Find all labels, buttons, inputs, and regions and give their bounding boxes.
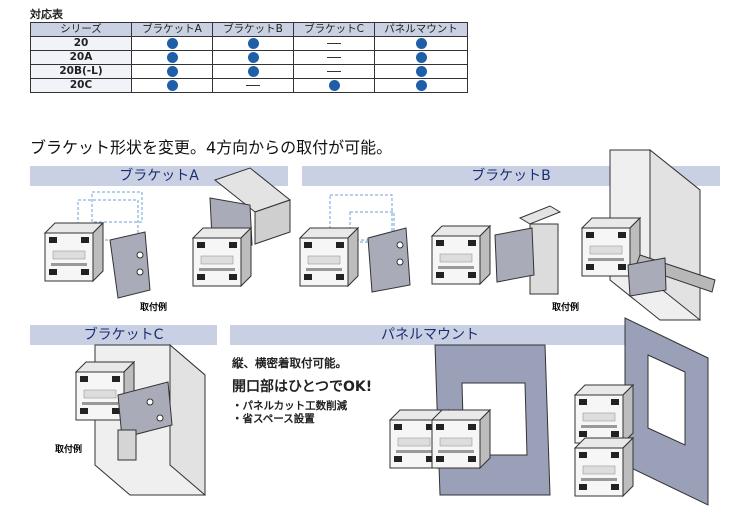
bracket-b-illustration-1	[299, 194, 411, 293]
band-panel-mount-title: パネルマウント	[381, 327, 479, 343]
table-title: 対応表	[30, 8, 63, 21]
table-row: 20C	[30, 78, 468, 93]
bracket-c-illustration	[75, 343, 206, 497]
not-supported-dash	[327, 42, 341, 44]
series-cell: 20A	[30, 50, 132, 65]
table-row: 20B(-L)	[30, 64, 468, 79]
series-cell: 20B(-L)	[30, 64, 132, 79]
supported-dot	[166, 65, 178, 77]
series-cell: 20C	[30, 78, 132, 93]
band-bracket-c: ブラケットC	[30, 325, 217, 345]
supported-dot	[166, 79, 178, 91]
panel-mount-illustration-1	[389, 344, 551, 496]
band-bracket-b-title: ブラケットB	[471, 168, 551, 184]
caption-a: 取付例	[140, 301, 167, 313]
supported-dot	[166, 37, 178, 49]
bracket-a-illustration-1	[44, 191, 151, 299]
not-supported-dash	[246, 84, 260, 86]
support-cell	[293, 78, 375, 93]
panel-bullet-2: ・省スペース設置	[232, 413, 315, 425]
series-cell: 20	[30, 36, 132, 51]
bracket-a-illustration-2	[192, 167, 292, 287]
supported-dot	[415, 37, 427, 49]
supported-dot	[166, 51, 178, 63]
panel-feature-line2: 開口部はひとつでOK!	[232, 379, 373, 395]
header-bracket-a: ブラケットA	[131, 22, 213, 37]
panel-bullets: ・パネルカット工数削減 ・省スペース設置	[232, 400, 347, 426]
not-supported-dash	[327, 70, 341, 72]
supported-dot	[247, 51, 259, 63]
header-bracket-b: ブラケットB	[212, 22, 294, 37]
supported-dot	[415, 79, 427, 91]
supported-dot	[415, 65, 427, 77]
caption-b: 取付例	[552, 301, 579, 313]
panel-bullet-1: ・パネルカット工数削減	[232, 400, 348, 412]
band-bracket-c-title: ブラケットC	[83, 327, 164, 343]
not-supported-dash	[327, 56, 341, 58]
table-header-row: シリーズ ブラケットA ブラケットB ブラケットC パネルマウント	[30, 22, 468, 37]
support-cell	[374, 78, 468, 93]
band-bracket-a-title: ブラケットA	[119, 168, 199, 184]
panel-feature-line1: 縦、横密着取付可能。	[232, 356, 347, 370]
caption-c: 取付例	[55, 443, 82, 455]
supported-dot	[247, 37, 259, 49]
header-series: シリーズ	[30, 22, 132, 37]
supported-dot	[415, 51, 427, 63]
supported-dot	[247, 65, 259, 77]
band-panel-mount: パネルマウント	[230, 325, 630, 345]
bracket-b-illustration-3	[581, 148, 716, 322]
panel-mount-illustration-2	[574, 317, 709, 506]
supported-dot	[328, 79, 340, 91]
headline: ブラケット形状を変更。4方向からの取付が可能。	[30, 138, 393, 157]
bracket-b-illustration-2	[431, 205, 562, 295]
